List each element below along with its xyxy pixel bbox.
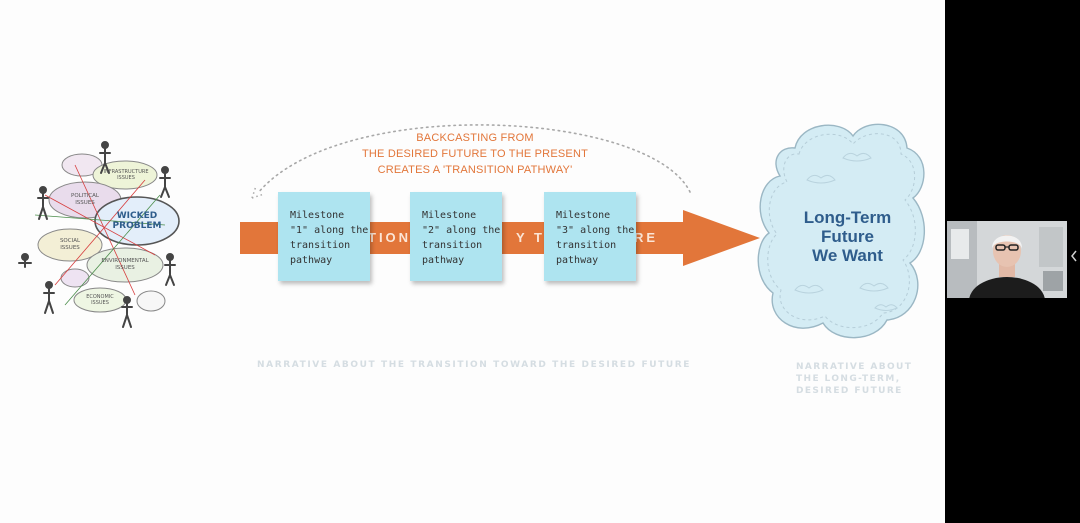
social-label: SOCIAL ISSUES — [53, 238, 87, 252]
wicked-center-line-2-text: PROBLEM — [112, 221, 162, 231]
milestone-2-line-4: pathway — [422, 255, 465, 266]
presentation-slide: BACKCASTING FROM THE DESIRED FUTURE TO T… — [0, 0, 945, 523]
infrastructure-label: INFRASTRUCTURE ISSUES — [103, 169, 149, 181]
political-label-line-2: ISSUES — [75, 200, 95, 206]
infrastructure-label-line-2: ISSUES — [117, 175, 135, 181]
infrastructure-label-line-1: INFRASTRUCTURE — [103, 169, 149, 175]
environmental-label-line-1: ENVIRONMENTAL — [101, 258, 149, 264]
milestone-2-line-2: "2" along the — [422, 225, 501, 236]
social-label-line-2: ISSUES — [60, 245, 80, 251]
milestone-3-line-3: transition — [556, 240, 617, 251]
milestone-1-line-3: transition — [290, 240, 351, 251]
milestone-1-line-4: pathway — [290, 255, 333, 266]
backcasting-caption: BACKCASTING FROM THE DESIRED FUTURE TO T… — [340, 130, 610, 178]
political-label-line-1: POLITICAL — [71, 193, 99, 199]
cloud-label: Long-Term Future We Want — [785, 208, 910, 265]
backcasting-line-3: CREATES A 'TRANSITION PATHWAY' — [377, 164, 573, 176]
milestone-3-line-4: pathway — [556, 255, 599, 266]
future-cloud — [757, 123, 925, 339]
milestone-3: Milestone "3" along the transition pathw… — [544, 192, 636, 281]
milestone-3-line-1: Milestone — [556, 210, 611, 221]
milestone-1: Milestone "1" along the transition pathw… — [278, 192, 370, 281]
milestone-2-line-3: transition — [422, 240, 483, 251]
arrow-label-fragment-1: TION — [368, 230, 412, 245]
participant-video-feed — [947, 221, 1067, 298]
participant-video-tile[interactable] — [947, 221, 1067, 298]
economic-label-line-2: ISSUES — [91, 300, 109, 306]
economic-label-line-1: ECONOMIC — [86, 294, 114, 300]
environmental-label-line-2: ISSUES — [115, 265, 135, 271]
narrative-future: NARRATIVE ABOUT THE LONG-TERM, DESIRED F… — [796, 361, 912, 397]
wicked-problem-sketch — [18, 141, 180, 328]
wicked-center-line-1-text: WICKED — [116, 211, 158, 221]
wicked-labels: INFRASTRUCTURE ISSUES POLITICAL ISSUES W… — [15, 135, 195, 335]
cloud-line-2: Future — [821, 227, 874, 246]
wicked-problem-label: WICKED PROBLEM — [107, 211, 167, 231]
narrative-future-line-3: DESIRED FUTURE — [796, 386, 903, 396]
economic-label: ECONOMIC ISSUES — [80, 294, 120, 306]
chevron-left-icon[interactable] — [1069, 248, 1079, 264]
backcasting-line-2: THE DESIRED FUTURE TO THE PRESENT — [361, 148, 589, 160]
milestone-2-line-1: Milestone — [422, 210, 477, 221]
backcasting-line-1: BACKCASTING FROM — [416, 132, 534, 144]
cloud-line-3: We Want — [812, 246, 883, 265]
environmental-label: ENVIRONMENTAL ISSUES — [97, 258, 153, 272]
social-label-line-1: SOCIAL — [59, 238, 81, 244]
milestone-3-line-2: "3" along the — [556, 225, 635, 236]
milestone-1-line-1: Milestone — [290, 210, 345, 221]
milestone-1-line-2: "1" along the — [290, 225, 369, 236]
narrative-transition: NARRATIVE ABOUT THE TRANSITION TOWARD TH… — [257, 360, 692, 370]
narrative-future-line-1: NARRATIVE ABOUT — [796, 362, 913, 372]
arrow-label-fragment-3: RE — [634, 230, 659, 245]
cloud-line-1: Long-Term — [803, 208, 892, 227]
milestone-2: Milestone "2" along the transition pathw… — [410, 192, 502, 281]
political-label: POLITICAL ISSUES — [65, 193, 105, 207]
narrative-future-line-2: THE LONG-TERM, — [796, 374, 901, 384]
arc-arrowhead-icon — [251, 185, 265, 199]
